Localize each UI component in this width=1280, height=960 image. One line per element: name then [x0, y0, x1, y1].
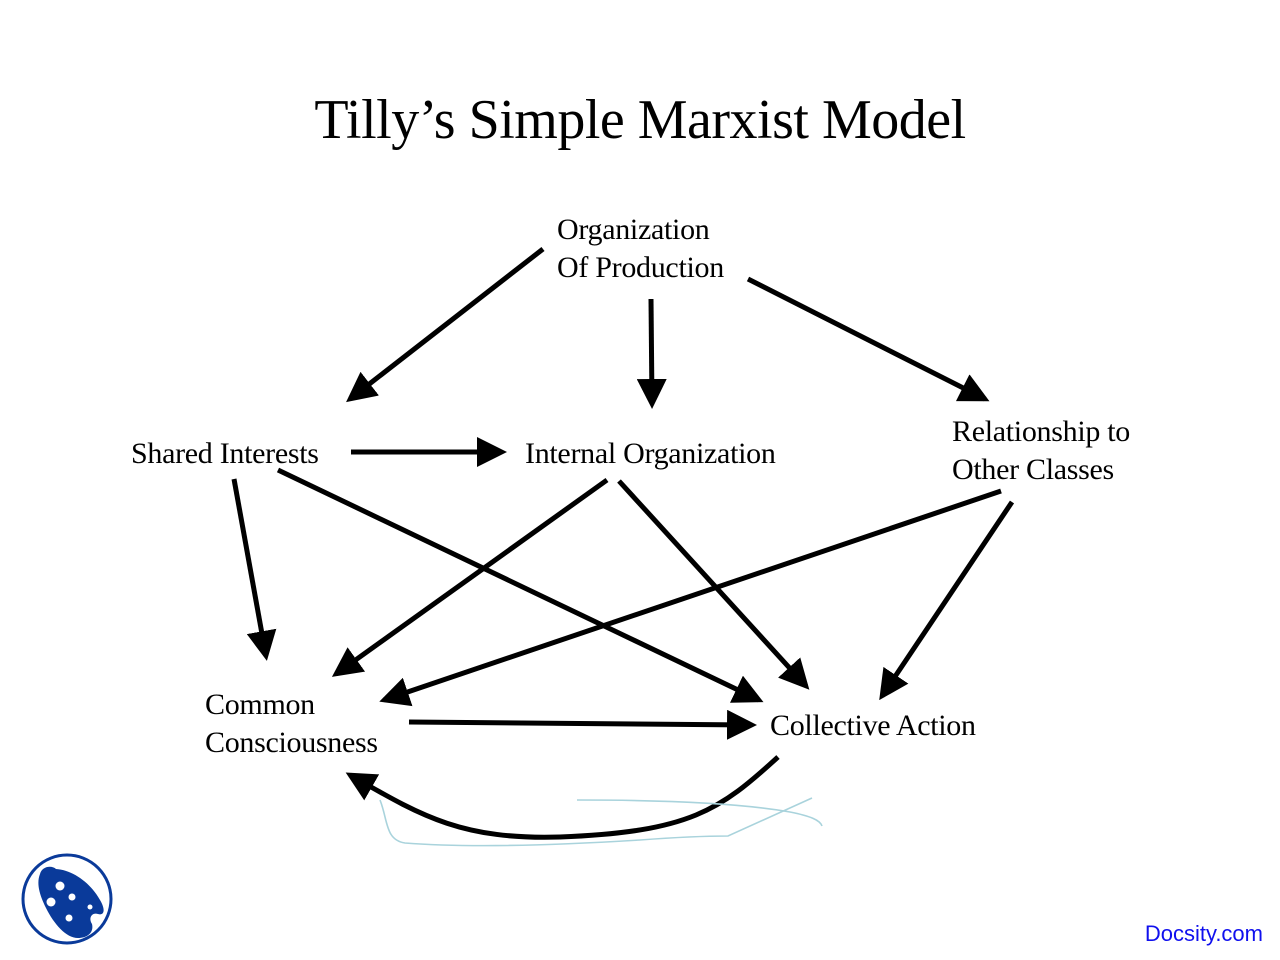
edge-relationship-to-common-consciousness — [379, 488, 1002, 707]
node-label-line: Consciousness — [205, 726, 378, 759]
node-common-consciousness: Common Consciousness — [205, 686, 378, 762]
node-internal-organization: Internal Organization — [525, 435, 776, 473]
node-label-line: Of Production — [557, 251, 724, 284]
edge-collective-action-to-common-consciousness-curved — [345, 755, 780, 840]
node-shared-interests: Shared Interests — [131, 435, 319, 473]
annotation-stroke-1 — [379, 797, 813, 847]
edge-production-to-internal-org — [636, 298, 667, 409]
node-label-line: Internal Organization — [525, 437, 776, 470]
edge-common-consciousness-to-collective-action — [408, 709, 757, 740]
node-label-line: Relationship to — [952, 415, 1130, 448]
node-collective-action: Collective Action — [770, 707, 976, 745]
edge-internal-org-to-common-consciousness — [331, 477, 609, 677]
docsity-brand-link[interactable]: Docsity.com — [1144, 921, 1263, 946]
node-label-line: Shared Interests — [131, 437, 319, 470]
slide-title: Tilly’s Simple Marxist Model — [314, 89, 966, 151]
node-label-line: Common — [205, 688, 315, 721]
node-relationship-to-other-classes: Relationship to Other Classes — [952, 413, 1130, 489]
docsity-logo-icon[interactable] — [20, 852, 114, 946]
node-label-line: Organization — [557, 213, 710, 246]
edge-shared-interests-to-common-consciousness — [231, 478, 277, 661]
node-label-line: Collective Action — [770, 709, 976, 742]
edge-shared-interests-to-collective-action — [276, 467, 764, 703]
edge-internal-org-to-collective-action — [617, 479, 810, 690]
node-organization-of-production: Organization Of Production — [557, 211, 724, 287]
annotation-stroke-2 — [576, 799, 823, 827]
edge-relationship-to-collective-action — [879, 500, 1015, 701]
edge-production-to-shared-interests — [346, 247, 545, 403]
node-label-line: Other Classes — [952, 453, 1114, 486]
edge-production-to-relationship — [746, 276, 990, 402]
